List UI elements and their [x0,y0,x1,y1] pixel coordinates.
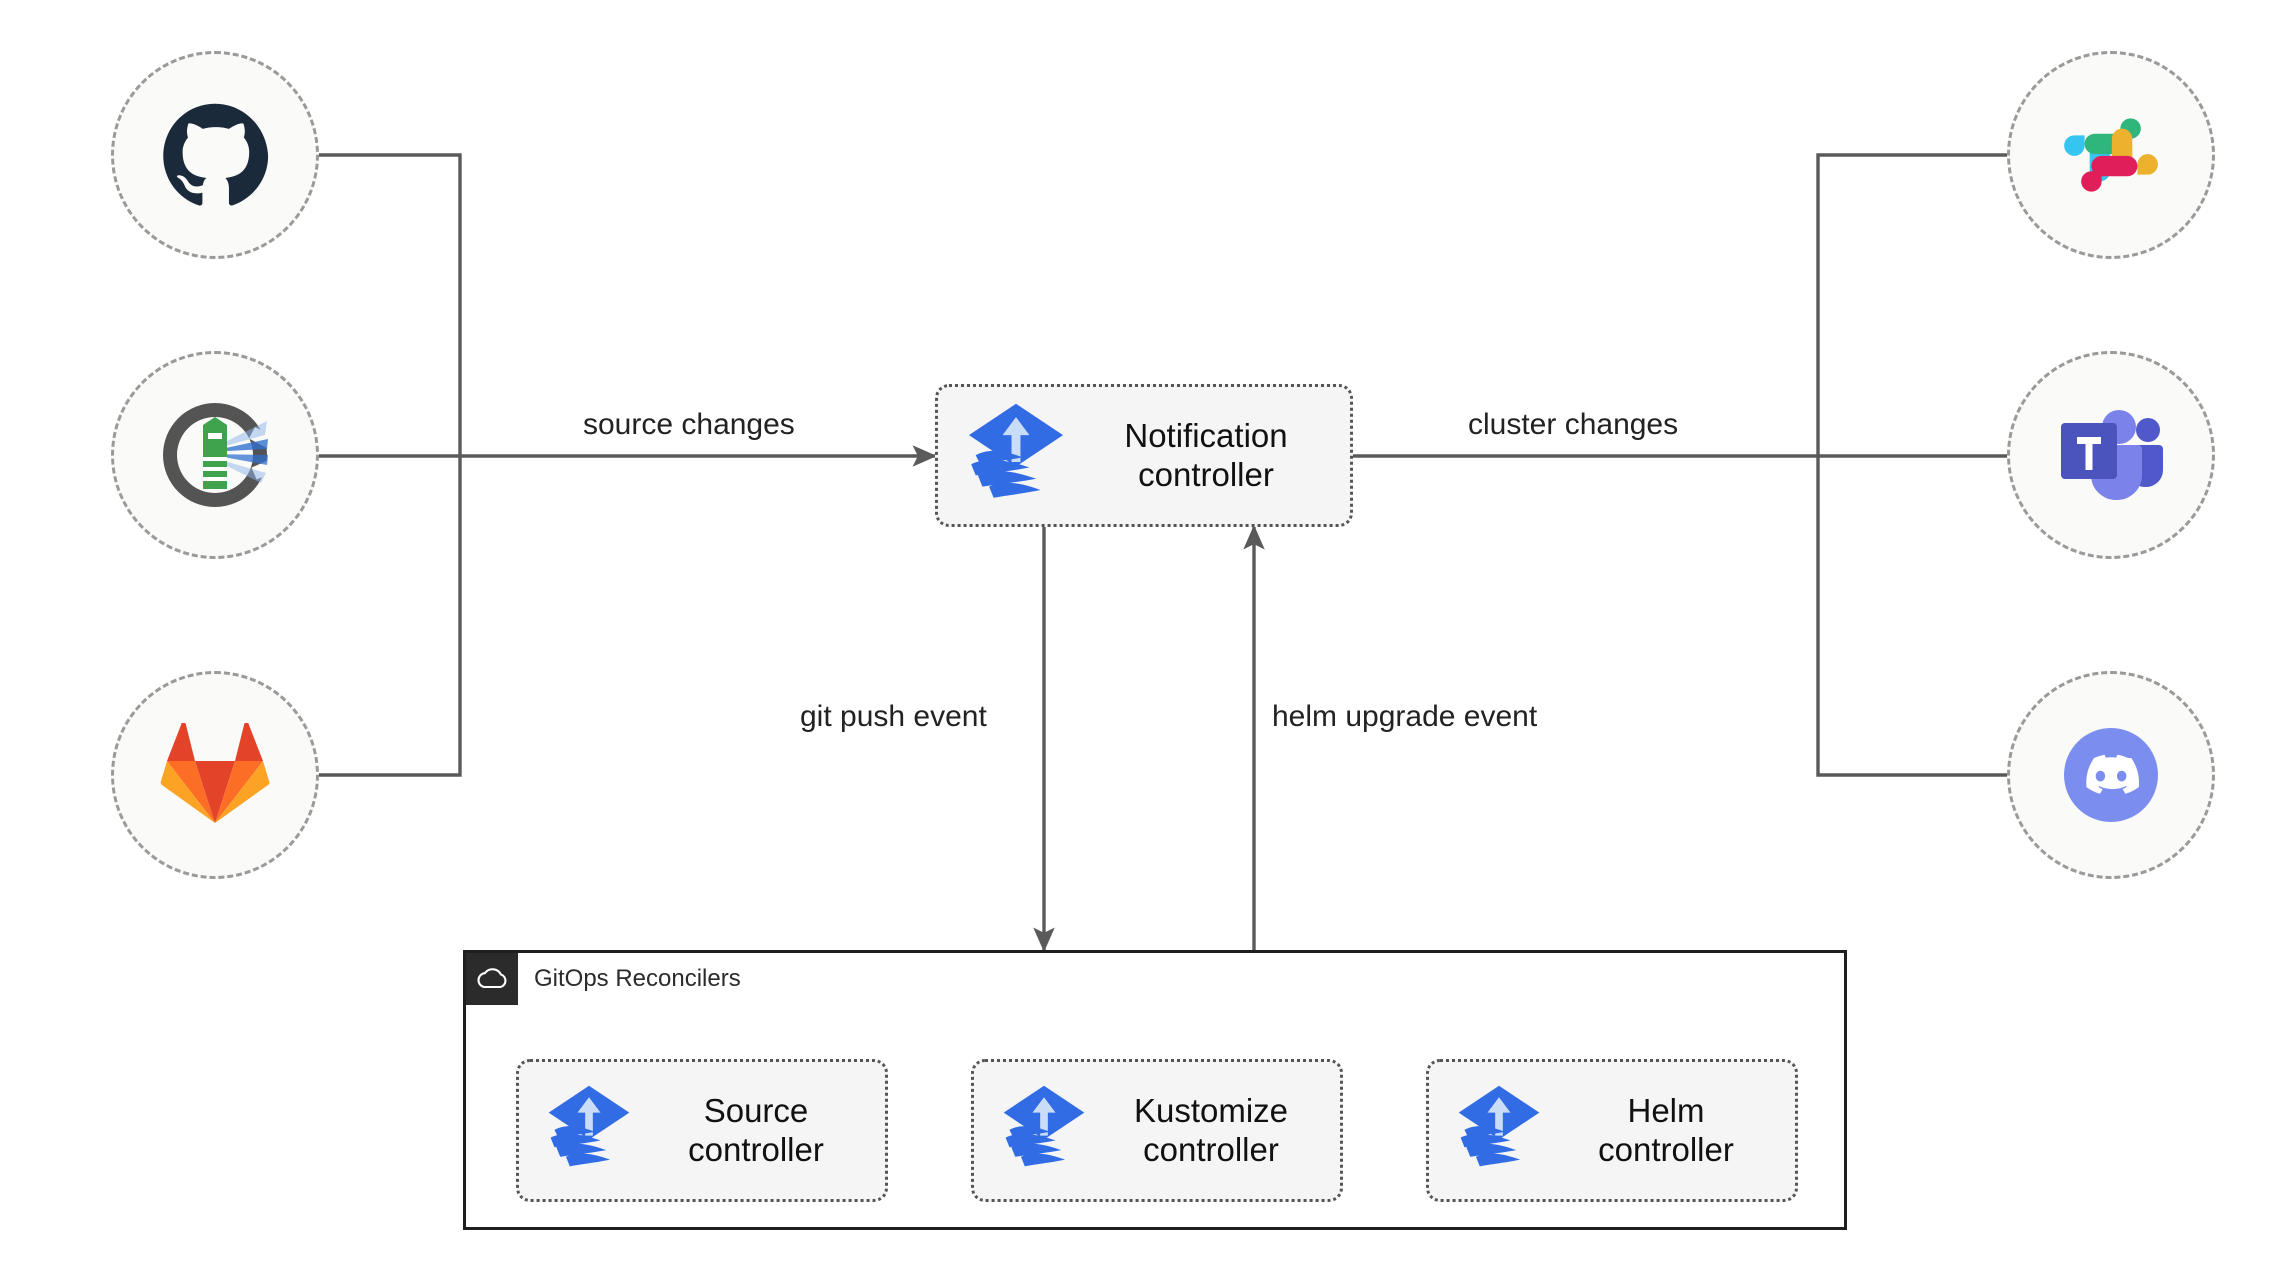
edge-label-source-changes: source changes [583,408,795,441]
source-controller-label: Source controller [688,1091,824,1168]
teams-icon [2055,403,2167,507]
gitops-reconcilers-header: GitOps Reconcilers [466,953,741,1005]
github-icon [161,101,269,209]
helm-controller-node[interactable]: Helm controller [1426,1059,1798,1202]
gitops-reconcilers-title: GitOps Reconcilers [534,965,741,992]
source-endpoint-harbor[interactable] [111,351,319,559]
slack-icon [2059,103,2163,207]
cloud-icon [466,953,518,1005]
flux-logo-icon [541,1080,637,1181]
harbor-icon [155,395,275,515]
provider-endpoint-teams[interactable] [2007,351,2215,559]
discord-icon [2056,720,2166,830]
flux-logo-icon [996,1080,1092,1181]
kustomize-controller-label: Kustomize controller [1133,1091,1289,1168]
kustomize-controller-node[interactable]: Kustomize controller [971,1059,1343,1202]
flux-logo-icon [1451,1080,1547,1181]
helm-controller-label: Helm controller [1598,1091,1734,1168]
edge-label-cluster-changes: cluster changes [1468,408,1679,441]
notification-controller-node[interactable]: Notification controller [935,384,1353,527]
gitlab-icon [160,723,270,827]
provider-endpoint-slack[interactable] [2007,51,2215,259]
notification-controller-label: Notification controller [1124,416,1288,493]
flux-logo-icon [960,397,1072,514]
edge-label-helm-upgrade-event: helm upgrade event [1272,700,1538,733]
source-controller-node[interactable]: Source controller [516,1059,888,1202]
gitops-reconcilers-container: GitOps Reconcilers Source controller [463,950,1847,1230]
source-endpoint-gitlab[interactable] [111,671,319,879]
source-endpoint-github[interactable] [111,51,319,259]
edge-label-git-push-event: git push event [800,700,987,733]
provider-endpoint-discord[interactable] [2007,671,2215,879]
